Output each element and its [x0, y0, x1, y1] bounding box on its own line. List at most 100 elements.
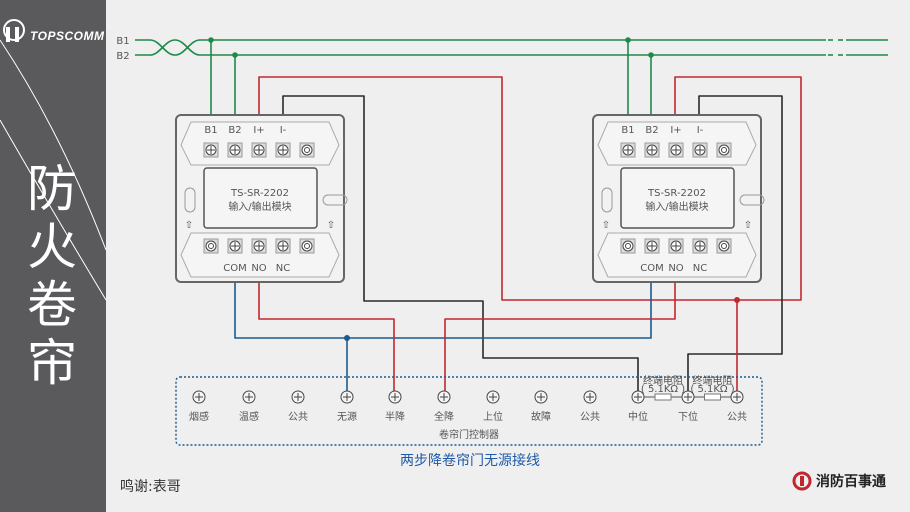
- nut-icon: [721, 147, 727, 153]
- bus-wire-b1: [135, 39, 888, 56]
- nut-icon: [625, 243, 631, 249]
- nut-icon: [208, 243, 214, 249]
- resistor-label: 终端电阻: [693, 374, 733, 387]
- side-panel: TOPSCOMM 防火卷帘: [0, 0, 106, 512]
- nut-icon: [721, 243, 727, 249]
- mount-slot: [739, 194, 765, 206]
- top-terminal-label: B2: [228, 125, 241, 136]
- module-model: TS-SR-2202: [647, 188, 706, 199]
- controller-terminal: [437, 390, 451, 404]
- top-terminal-label: I-: [697, 125, 704, 136]
- resistor-icon: [704, 393, 721, 401]
- controller-terminal: [192, 390, 206, 404]
- controller-terminal-label: 公共: [727, 411, 747, 423]
- controller-terminal-label: 中位: [628, 410, 648, 423]
- controller-terminal-label: 烟感: [189, 410, 209, 423]
- footer-logo-text: 消防百事通: [816, 474, 886, 490]
- resistor-value: ( 5.1KΩ ): [641, 384, 685, 395]
- screw-icon: [205, 240, 217, 252]
- resistor-value: ( 5.1KΩ ): [690, 384, 734, 395]
- mount-slot: [184, 187, 196, 213]
- top-terminal-label: I+: [253, 125, 264, 136]
- nut-icon: [304, 243, 310, 249]
- arrow-up-icon: ⇧: [744, 220, 752, 231]
- bottom-terminal-label: NC: [276, 263, 290, 274]
- bottom-terminal-label: COM: [640, 263, 663, 274]
- screw-icon: [301, 240, 313, 252]
- controller-terminal: [242, 390, 256, 404]
- top-terminal-label: B1: [621, 125, 634, 136]
- controller-terminal: [631, 390, 645, 404]
- controller-terminal: [486, 390, 500, 404]
- screw-icon: [622, 240, 634, 252]
- screw-icon: [718, 144, 730, 156]
- screw-icon: [301, 144, 313, 156]
- controller-terminal-label: 无源: [337, 410, 357, 423]
- controller-terminal: [583, 390, 597, 404]
- top-terminal-label: I+: [670, 125, 681, 136]
- controller-terminal-label: 半降: [385, 410, 405, 423]
- controller-terminal-label: 公共: [288, 411, 308, 423]
- junction-dot: [208, 37, 214, 43]
- bus-break: [826, 36, 846, 60]
- resistor-icon: [654, 393, 672, 401]
- controller-box: [175, 376, 763, 446]
- module-name: 输入/输出模块: [228, 200, 291, 213]
- junction-dot: [344, 335, 350, 341]
- arrow-up-icon: ⇧: [327, 220, 335, 231]
- controller-name: 卷帘门控制器: [439, 428, 499, 441]
- bottom-terminal-label: COM: [223, 263, 246, 274]
- wire-left-no: [258, 280, 395, 397]
- wire-left-input-negative: [282, 95, 639, 397]
- bus-label-b2: B2: [116, 51, 129, 62]
- controller-terminal: [534, 390, 548, 404]
- mount-slot: [601, 187, 613, 213]
- module-model: TS-SR-2202: [230, 188, 289, 199]
- arrow-up-icon: ⇧: [602, 220, 610, 231]
- nut-icon: [304, 147, 310, 153]
- junction-dot: [625, 37, 631, 43]
- module-name: 输入/输出模块: [645, 200, 708, 213]
- mount-slot: [322, 194, 348, 206]
- controller-terminal: [291, 390, 305, 404]
- side-title: 防火卷帘: [27, 160, 77, 392]
- credit-text: 鸣谢:表哥: [120, 479, 181, 495]
- bottom-terminal-label: NO: [251, 263, 266, 274]
- topscomm-logo-icon: [3, 19, 25, 42]
- top-terminal-label: I-: [280, 125, 287, 136]
- module-label-panel: [203, 167, 318, 229]
- controller-terminal-label: 下位: [678, 410, 698, 423]
- top-terminal-label: B2: [645, 125, 658, 136]
- controller-terminal-label: 全降: [434, 410, 454, 423]
- wire-right-no: [444, 280, 676, 397]
- decorative-arcs: [0, 19, 106, 301]
- bottom-terminal-label: NO: [668, 263, 683, 274]
- arrow-up-icon: ⇧: [185, 220, 193, 231]
- controller-terminal-label: 公共: [580, 411, 600, 423]
- module-label-panel: [620, 167, 735, 229]
- footer-logo: 消防百事通: [792, 471, 886, 491]
- screw-icon: [718, 240, 730, 252]
- top-terminal-label: B1: [204, 125, 217, 136]
- bus-wire-b2: [135, 39, 888, 56]
- controller-terminal: [730, 390, 744, 404]
- diagram-caption: 两步降卷帘门无源接线: [400, 453, 540, 469]
- controller-terminal-label: 上位: [483, 410, 503, 423]
- bus-label-b1: B1: [116, 36, 129, 47]
- resistor-label: 终端电阻: [643, 374, 683, 387]
- controller-terminal: [681, 390, 695, 404]
- controller-terminal: [340, 390, 354, 404]
- controller-terminal-label: 故障: [531, 410, 551, 423]
- junction-dot: [648, 52, 654, 58]
- controller-terminal: [388, 390, 402, 404]
- brand-name: TOPSCOMM: [30, 29, 105, 43]
- bottom-terminal-label: NC: [693, 263, 707, 274]
- junction-dot: [734, 297, 740, 303]
- junction-dot: [232, 52, 238, 58]
- controller-terminal-label: 温感: [239, 410, 259, 423]
- fire-logo-icon: [792, 471, 812, 491]
- wire-right-input-negative: [687, 95, 783, 397]
